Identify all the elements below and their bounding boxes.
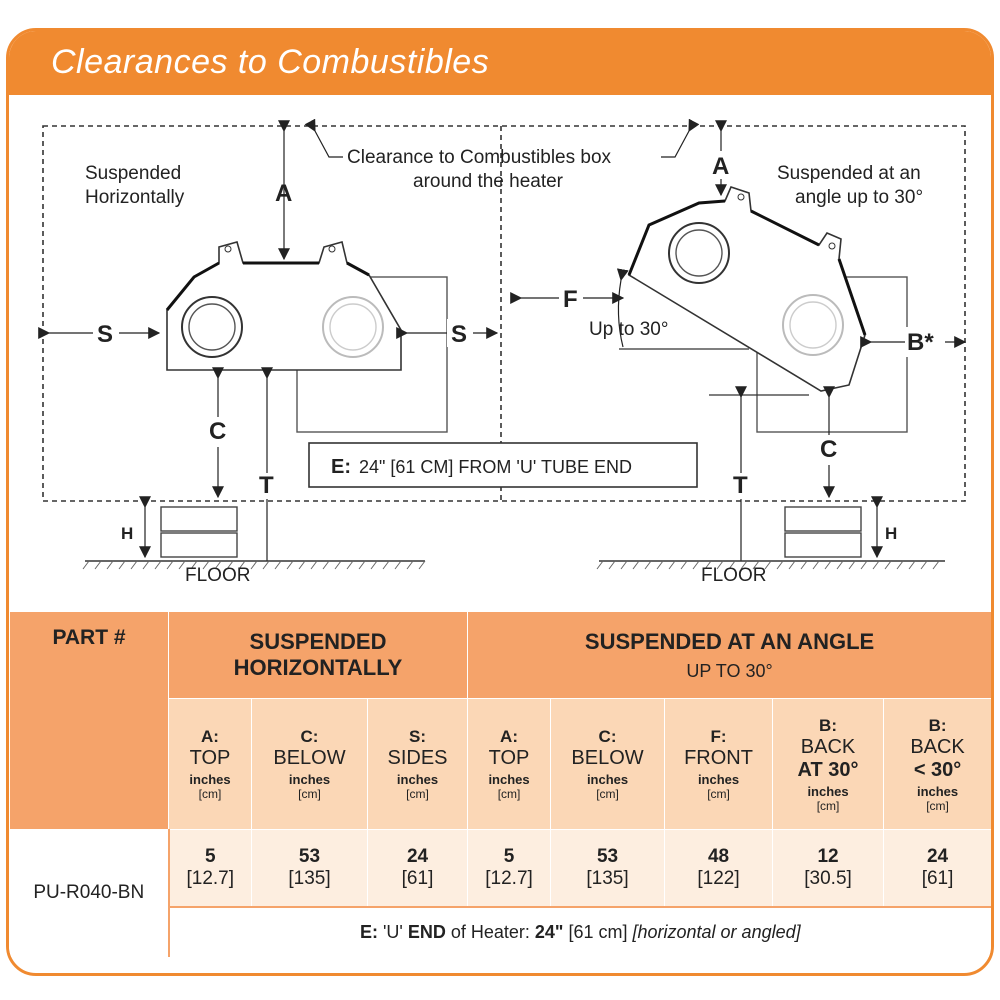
e-box-prefix: E: <box>331 456 351 478</box>
right-caption-line2: angle up to 30° <box>795 187 923 208</box>
left-caption-line1: Suspended <box>85 163 181 184</box>
e-box-text: E: 24" [61 CM] FROM 'U' TUBE END <box>331 456 632 478</box>
dim-a-left: A <box>275 180 292 207</box>
group-angle-subtitle: UP TO 30° <box>686 660 773 681</box>
diagram-svg: A S S C T H FLOOR Suspended Horizontally <box>38 118 967 586</box>
dim-t-right: T <box>733 472 748 499</box>
dim-f: F <box>563 286 578 313</box>
clearance-box <box>42 125 966 502</box>
group-horizontal-line2: HORIZONTALLY <box>233 655 403 680</box>
table-row: PU-R040-BN 5[12.7] 53[135] 24[61] 5[12.7… <box>9 829 991 957</box>
left-caption-line2: Horizontally <box>85 187 185 208</box>
clearance-table: PART # SUSPENDED HORIZONTALLY SUSPENDED … <box>9 611 991 957</box>
center-caption-line1: Clearance to Combustibles box <box>347 147 612 168</box>
title-bar: Clearances to Combustibles <box>9 31 991 95</box>
dim-b: B* <box>907 329 934 356</box>
column-header: B:BACK< 30°inches[cm] <box>883 698 991 830</box>
dim-c-right: C <box>820 436 837 463</box>
footer-note: E: 'U' END of Heater: 24" [61 cm] [horiz… <box>167 906 991 957</box>
dim-h-left: H <box>121 524 133 543</box>
clearance-diagram: A S S C T H FLOOR Suspended Horizontally <box>9 95 991 615</box>
dim-s-left: S <box>97 321 113 348</box>
center-caption-line2: around the heater <box>413 171 564 192</box>
value-cell: 12[30.5] <box>772 829 885 908</box>
value-cell: 24[61] <box>366 829 469 908</box>
clearance-card: Clearances to Combustibles <box>6 28 994 976</box>
value-cell: 48[122] <box>664 829 774 908</box>
page-title: Clearances to Combustibles <box>51 43 490 81</box>
dim-s-right: S <box>451 321 467 348</box>
floor-label-right: FLOOR <box>701 565 766 586</box>
dim-c-left: C <box>209 418 226 445</box>
group-horizontal-header: SUSPENDED HORIZONTALLY <box>167 611 469 699</box>
value-cell: 24[61] <box>883 829 991 908</box>
dim-h-right: H <box>885 524 897 543</box>
part-header: PART # <box>9 611 169 830</box>
footer-row: E: 'U' END of Heater: 24" [61 cm] [horiz… <box>10 906 991 957</box>
value-cell: 53[135] <box>550 829 666 908</box>
dim-a-right: A <box>712 153 729 180</box>
clearance-table-wrap: PART # SUSPENDED HORIZONTALLY SUSPENDED … <box>9 611 991 957</box>
value-cell: 5[12.7] <box>467 829 552 908</box>
value-cell: 53[135] <box>251 829 368 908</box>
part-number: PU-R040-BN <box>9 829 170 957</box>
floor-label-left: FLOOR <box>185 565 250 586</box>
up-to-30-label: Up to 30° <box>589 319 668 340</box>
value-cell: 5[12.7] <box>168 829 252 908</box>
horizontal-heater <box>165 241 448 433</box>
e-box <box>308 442 698 488</box>
e-box-value: 24" [61 CM] FROM 'U' TUBE END <box>359 457 632 477</box>
right-caption-line1: Suspended at an <box>777 163 921 184</box>
group-angle-header: SUSPENDED AT AN ANGLE UP TO 30° <box>467 611 991 699</box>
dim-t-left: T <box>259 472 274 499</box>
group-angle-title: SUSPENDED AT AN ANGLE <box>584 628 875 654</box>
group-horizontal-line1: SUSPENDED <box>249 629 387 654</box>
